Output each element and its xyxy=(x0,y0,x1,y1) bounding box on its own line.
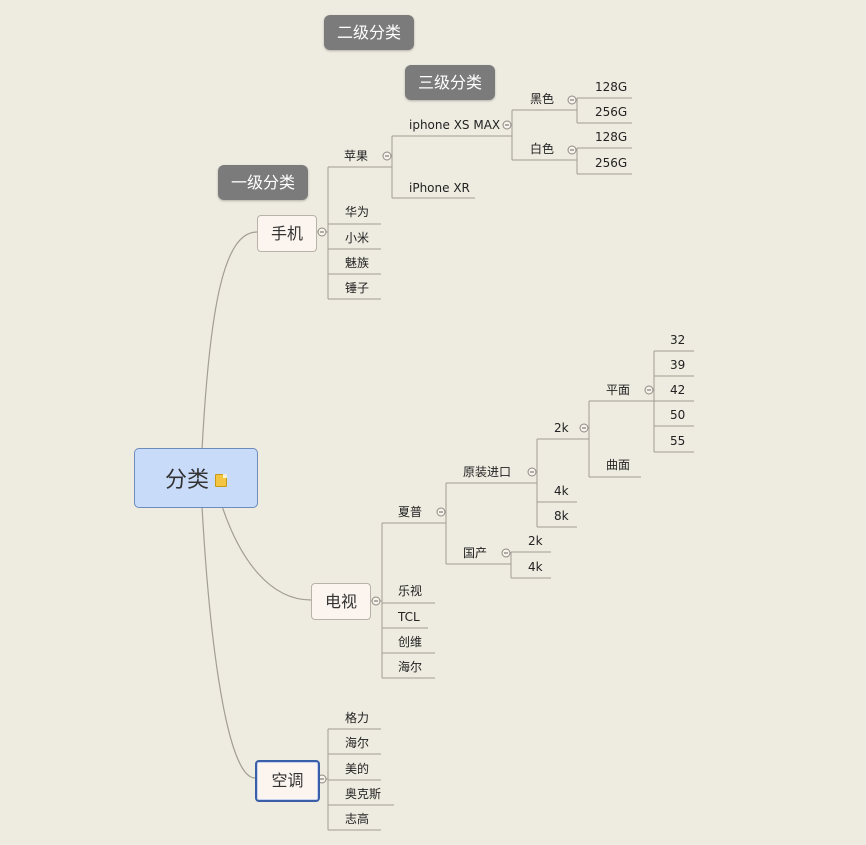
note-icon xyxy=(215,473,227,487)
node-domestic-4k[interactable]: 4k xyxy=(528,560,543,574)
node-haier-tv[interactable]: 海尔 xyxy=(398,660,423,674)
node-black-128g[interactable]: 128G xyxy=(595,80,628,94)
node-size-42[interactable]: 42 xyxy=(670,383,686,397)
node-huawei[interactable]: 华为 xyxy=(345,205,370,219)
root-label: 分类 xyxy=(164,468,209,493)
node-aux[interactable]: 奥克斯 xyxy=(345,787,382,801)
node-midea[interactable]: 美的 xyxy=(345,762,370,776)
connector-line xyxy=(221,505,312,601)
node-flat[interactable]: 平面 xyxy=(606,383,631,397)
node-imported-2k[interactable]: 2k xyxy=(554,421,569,435)
node-domestic[interactable]: 国产 xyxy=(463,546,488,560)
node-apple[interactable]: 苹果 xyxy=(344,149,369,163)
level-tag-3[interactable]: 三级分类 xyxy=(405,65,495,100)
connector-line xyxy=(201,231,258,451)
node-size-50[interactable]: 50 xyxy=(670,408,686,422)
node-letv[interactable]: 乐视 xyxy=(398,584,423,598)
level-tag-1[interactable]: 一级分类 xyxy=(218,165,308,200)
node-imported-4k[interactable]: 4k xyxy=(554,484,569,498)
node-domestic-2k[interactable]: 2k xyxy=(528,534,543,548)
topic-phone[interactable]: 手机 xyxy=(257,215,317,252)
node-size-39[interactable]: 39 xyxy=(670,358,686,372)
node-iphone-xr[interactable]: iPhone XR xyxy=(409,181,470,195)
node-sharp[interactable]: 夏普 xyxy=(398,505,423,519)
node-white-128g[interactable]: 128G xyxy=(595,130,628,144)
node-skyworth[interactable]: 创维 xyxy=(398,635,423,649)
node-tcl[interactable]: TCL xyxy=(398,610,420,624)
node-iphone-xs-max[interactable]: iphone XS MAX xyxy=(409,118,501,132)
topic-aircon[interactable]: 空调 xyxy=(255,760,320,802)
node-imported-8k[interactable]: 8k xyxy=(554,509,569,523)
connector-line xyxy=(201,505,256,779)
node-chigo[interactable]: 志高 xyxy=(345,812,370,826)
topic-tv[interactable]: 电视 xyxy=(311,583,371,620)
node-smartisan[interactable]: 锤子 xyxy=(345,281,370,295)
node-imported[interactable]: 原装进口 xyxy=(463,465,512,479)
node-meizu[interactable]: 魅族 xyxy=(345,256,370,270)
node-curved[interactable]: 曲面 xyxy=(606,458,631,472)
node-white[interactable]: 白色 xyxy=(530,142,555,156)
root-topic[interactable]: 分类 xyxy=(134,448,258,508)
node-xiaomi[interactable]: 小米 xyxy=(345,231,370,245)
node-size-32[interactable]: 32 xyxy=(670,333,686,347)
node-size-55[interactable]: 55 xyxy=(670,434,686,448)
node-haier-ac[interactable]: 海尔 xyxy=(345,736,370,750)
node-black-256g[interactable]: 256G xyxy=(595,105,628,119)
node-white-256g[interactable]: 256G xyxy=(595,156,628,170)
node-black[interactable]: 黑色 xyxy=(530,92,555,106)
node-gree[interactable]: 格力 xyxy=(345,711,370,725)
level-tag-2[interactable]: 二级分类 xyxy=(324,15,414,50)
